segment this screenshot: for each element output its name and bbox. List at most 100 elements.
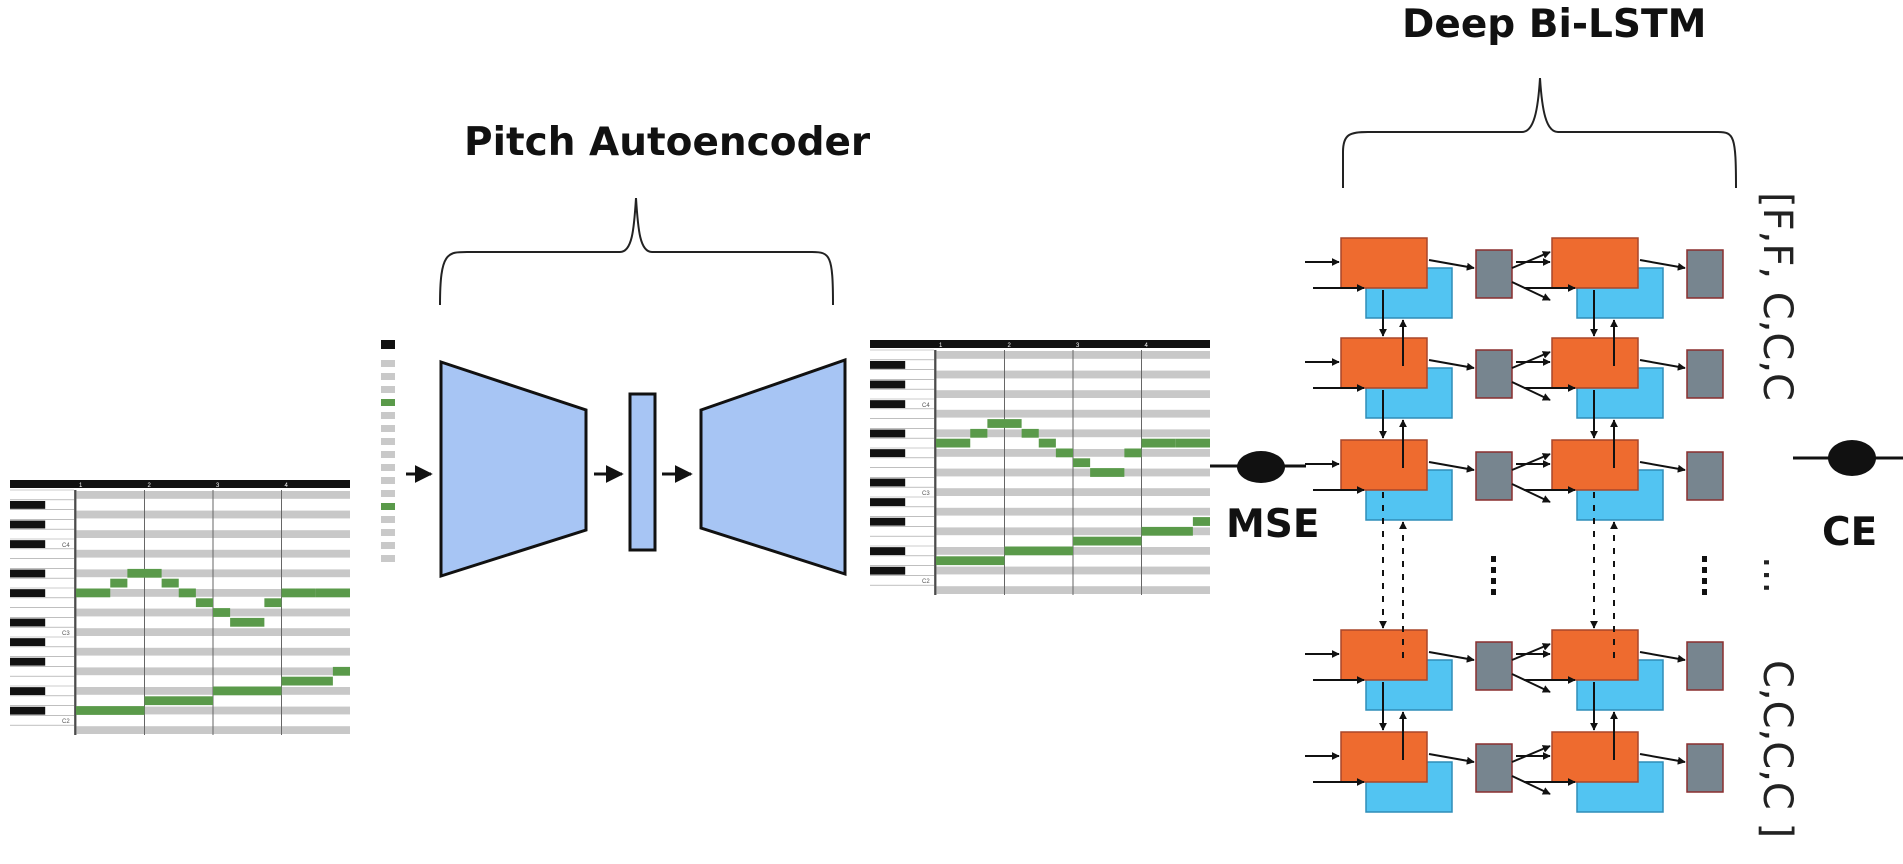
note xyxy=(213,686,282,696)
lstm-forward-cell xyxy=(1340,731,1428,783)
cross-arrow xyxy=(1511,281,1551,301)
lstm-forward-cell xyxy=(1340,629,1428,681)
latent-cell xyxy=(381,425,395,432)
note xyxy=(230,617,265,627)
lstm-forward-cell xyxy=(1551,237,1639,289)
latent-cell xyxy=(381,555,395,562)
piano-black-key xyxy=(870,449,906,458)
note xyxy=(76,588,111,598)
piano-black-key xyxy=(10,520,46,529)
latent-cell xyxy=(381,399,395,406)
note xyxy=(144,696,213,706)
note xyxy=(1141,438,1176,448)
lstm-output-cell xyxy=(1475,743,1513,793)
octave-label: C2 xyxy=(922,579,930,585)
bilstm-grid xyxy=(1305,237,1724,813)
cross-arrow xyxy=(1511,775,1551,795)
lstm-output-cell xyxy=(1686,249,1724,299)
bar-number: 2 xyxy=(1008,343,1012,349)
ce-label: CE xyxy=(1822,510,1878,555)
cell-to-output-arrow xyxy=(1639,753,1686,765)
lstm-output-cell xyxy=(1475,641,1513,691)
bar-number: 1 xyxy=(939,343,943,349)
decoder-trapezoid xyxy=(699,357,847,577)
cross-arrow xyxy=(1511,745,1551,763)
piano-black-key xyxy=(10,618,46,627)
piano-black-key xyxy=(10,657,46,666)
piano-black-key xyxy=(870,400,906,409)
lstm-forward-cell xyxy=(1340,439,1428,491)
lstm-forward-cell xyxy=(1551,337,1639,389)
cell-to-output-arrow xyxy=(1639,259,1686,271)
lstm-output-cell xyxy=(1686,641,1724,691)
bar-number: 3 xyxy=(1076,343,1080,349)
piano-black-key xyxy=(870,517,906,526)
lstm-forward-cell xyxy=(1551,731,1639,783)
latent-strip-top xyxy=(381,340,395,349)
bar-number: 3 xyxy=(216,483,220,489)
cross-arrow xyxy=(1511,643,1551,661)
output-ellipsis-dot xyxy=(1702,578,1707,584)
note xyxy=(195,598,213,608)
note xyxy=(936,438,971,448)
note xyxy=(1090,468,1125,477)
note xyxy=(1073,458,1091,468)
note xyxy=(1192,517,1210,526)
lstm-output-cell xyxy=(1475,349,1513,399)
lstm-output-cell xyxy=(1686,743,1724,793)
piano-black-key xyxy=(870,498,906,507)
octave-label: C3 xyxy=(922,491,930,497)
lstm-forward-cell xyxy=(1340,337,1428,389)
output-ellipsis-dot xyxy=(1702,589,1707,595)
note xyxy=(970,428,988,438)
note xyxy=(1055,448,1073,458)
bar-number: 2 xyxy=(148,483,152,489)
latent-cell xyxy=(381,464,395,471)
cross-arrow xyxy=(1511,381,1551,401)
octave-label: C4 xyxy=(62,543,70,549)
latent-cell xyxy=(381,490,395,497)
piano-black-key xyxy=(870,478,906,487)
latent-cell xyxy=(381,386,395,393)
note xyxy=(1038,438,1056,448)
roll-header-bar xyxy=(870,340,1210,348)
mse-label: MSE xyxy=(1226,502,1320,547)
note xyxy=(1141,526,1193,536)
ce-node xyxy=(1828,440,1876,476)
piano-black-key xyxy=(870,566,906,575)
cross-arrow xyxy=(1511,351,1551,369)
note xyxy=(1175,438,1210,448)
piano-black-key xyxy=(10,500,46,509)
note xyxy=(281,588,316,598)
octave-label: C4 xyxy=(922,403,930,409)
cell-to-output-arrow xyxy=(1428,753,1475,765)
piano-black-key xyxy=(10,569,46,578)
output-ellipsis-dot xyxy=(1702,556,1707,562)
piano-black-key xyxy=(870,380,906,389)
lstm-output-cell xyxy=(1475,249,1513,299)
note xyxy=(1021,428,1039,438)
latent-cell xyxy=(381,438,395,445)
piano-black-key xyxy=(10,638,46,647)
note xyxy=(127,568,162,578)
output-ellipsis-dot xyxy=(1491,567,1496,573)
octave-label: C3 xyxy=(62,631,70,637)
encoder-trapezoid xyxy=(439,359,588,579)
deep-bilstm-brace xyxy=(1342,77,1737,189)
bar-number: 4 xyxy=(285,483,289,489)
lstm-output-cell xyxy=(1686,349,1724,399)
note xyxy=(1073,536,1142,546)
piano-black-key xyxy=(10,706,46,715)
latent-cell xyxy=(381,516,395,523)
pitch-autoencoder-title: Pitch Autoencoder xyxy=(464,120,871,165)
latent-cell xyxy=(381,529,395,536)
note xyxy=(178,588,196,598)
deep-bilstm-title: Deep Bi-LSTM xyxy=(1402,2,1707,47)
note xyxy=(110,578,128,588)
note xyxy=(76,706,145,715)
note xyxy=(936,556,1005,566)
bar-number: 1 xyxy=(79,483,83,489)
cell-to-output-arrow xyxy=(1428,651,1475,663)
latent-cell xyxy=(381,373,395,380)
